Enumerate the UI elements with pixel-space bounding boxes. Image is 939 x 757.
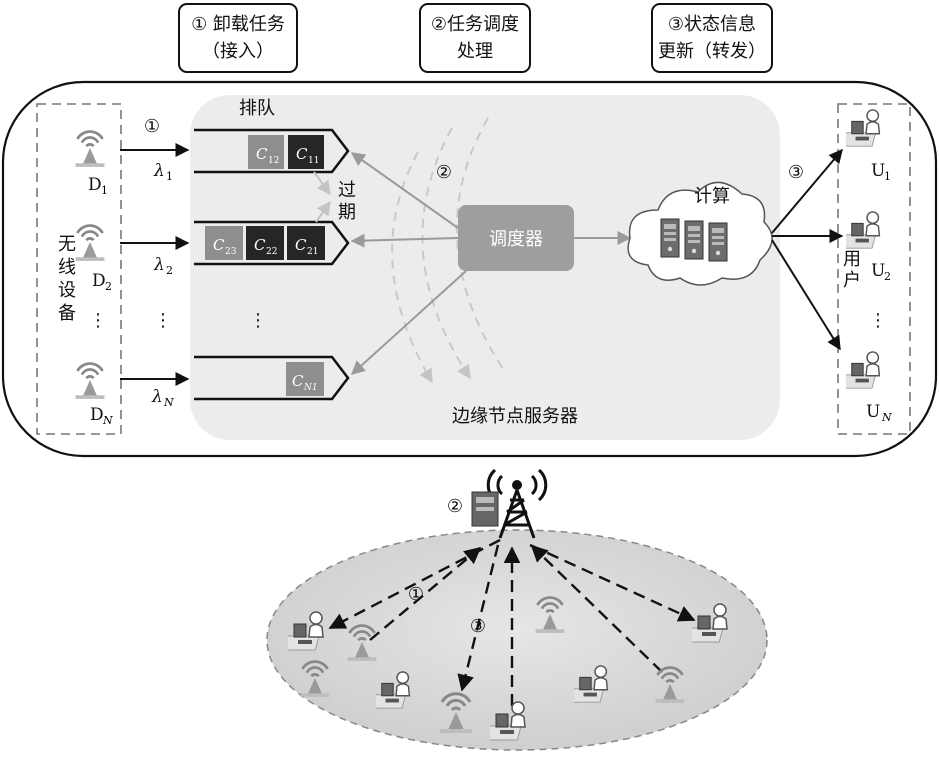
svg-text:C: C [256, 145, 268, 163]
step-marker-one: ① [144, 116, 160, 137]
svg-text:用: 用 [843, 249, 861, 270]
step-update-line2: 更新（转发） [658, 41, 766, 62]
server-icon [661, 219, 679, 257]
svg-text:1: 1 [101, 184, 108, 197]
users-group-label: 用 户 [843, 249, 861, 291]
svg-text:λ: λ [153, 255, 165, 275]
server-icon [709, 223, 727, 261]
svg-text:C: C [254, 236, 266, 254]
svg-text:N1: N1 [303, 383, 318, 393]
svg-text:2: 2 [884, 270, 891, 283]
step-box-update: ③状态信息 更新（转发） [652, 4, 772, 72]
svg-text:备: 备 [58, 303, 76, 324]
svg-text:过: 过 [338, 180, 356, 201]
svg-text:无: 无 [58, 234, 76, 255]
server-icon [685, 221, 703, 259]
svg-text:N: N [102, 414, 113, 427]
bottom-marker-one: ① [408, 584, 424, 605]
task-block: C 12 [248, 135, 284, 169]
bottom-marker-three: ③ [470, 616, 486, 637]
compute-label: 计算 [694, 186, 730, 207]
svg-text:2: 2 [166, 264, 173, 277]
svg-text:1: 1 [884, 170, 891, 183]
svg-text:N: N [881, 411, 892, 424]
step-offload-line2: （接入） [202, 41, 274, 62]
svg-text:C: C [292, 372, 304, 390]
task-block: C N1 [286, 362, 324, 396]
step-marker-two: ② [436, 162, 452, 183]
svg-text:期: 期 [338, 202, 356, 223]
step-marker-three: ③ [788, 162, 804, 183]
svg-text:λ: λ [151, 387, 163, 407]
svg-text:23: 23 [225, 247, 237, 257]
edge-server-device [472, 492, 498, 526]
task-block: C 21 [287, 226, 325, 260]
scheduler-label: 调度器 [489, 229, 543, 250]
step-offload-line1: ① 卸载任务 [191, 14, 285, 35]
svg-text:22: 22 [266, 247, 277, 257]
svg-text:D: D [88, 175, 102, 195]
scheduler-box: 调度器 [458, 205, 574, 271]
svg-text:户: 户 [843, 270, 861, 291]
svg-text:C: C [296, 145, 308, 163]
svg-text:设: 设 [58, 280, 76, 301]
edge-server-label: 边缘节点服务器 [452, 406, 578, 427]
expire-label: 过 期 [338, 180, 356, 223]
task-block: C 22 [246, 226, 284, 260]
svg-text:D: D [92, 271, 106, 291]
svg-text:U: U [866, 402, 880, 422]
svg-text:2: 2 [105, 280, 112, 293]
svg-text:11: 11 [308, 156, 319, 166]
svg-text:N: N [163, 396, 174, 409]
devices-ellipsis: ⋮ [89, 310, 107, 331]
svg-text:12: 12 [268, 156, 279, 166]
step-box-offload: ① 卸载任务 （接入） [179, 4, 297, 72]
svg-text:C: C [213, 236, 225, 254]
queues-ellipsis: ⋮ [249, 310, 267, 331]
svg-text:21: 21 [307, 247, 318, 257]
step-box-schedule: ②任务调度 处理 [420, 4, 530, 72]
task-block: C 11 [288, 135, 324, 169]
users-ellipsis: ⋮ [869, 310, 887, 331]
svg-text:C: C [295, 236, 307, 254]
step-schedule-line2: 处理 [457, 41, 493, 62]
task-block: C 23 [205, 226, 243, 260]
rates-ellipsis: ⋮ [154, 310, 172, 331]
bottom-marker-two: ② [447, 496, 463, 517]
step-update-line1: ③状态信息 [668, 14, 756, 35]
step-schedule-line1: ②任务调度 [431, 14, 519, 35]
queue-title: 排队 [239, 98, 275, 119]
svg-text:1: 1 [166, 170, 173, 183]
queue-row-2: C 23 C 22 C 21 [194, 222, 348, 264]
svg-text:λ: λ [153, 161, 165, 181]
svg-text:D: D [90, 405, 104, 425]
svg-text:线: 线 [58, 257, 76, 278]
